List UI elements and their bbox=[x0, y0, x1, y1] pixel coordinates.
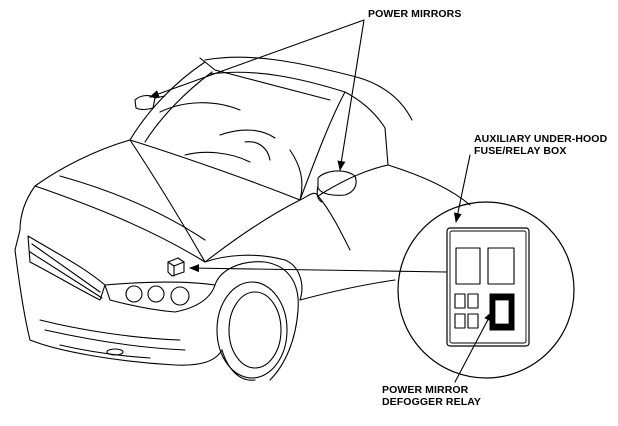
defogger-relay-line2: DEFOGGER RELAY bbox=[382, 396, 482, 408]
aux-fuse-box-label: AUXILIARY UNDER-HOOD FUSE/RELAY BOX bbox=[474, 133, 607, 157]
aux-fuse-box-line2: FUSE/RELAY BOX bbox=[474, 145, 567, 157]
aux-fuse-box-line1: AUXILIARY UNDER-HOOD bbox=[474, 133, 608, 145]
car-fuse-box bbox=[167, 257, 185, 277]
defogger-relay-label: POWER MIRROR DEFOGGER RELAY bbox=[382, 384, 481, 408]
defogger-relay-line1: POWER MIRROR bbox=[382, 384, 469, 396]
right-mirror bbox=[316, 170, 357, 203]
power-mirrors-text: POWER MIRRORS bbox=[368, 8, 462, 20]
power-mirrors-label: POWER MIRRORS bbox=[368, 8, 461, 20]
car-outline bbox=[14, 56, 471, 381]
left-mirror bbox=[134, 95, 166, 111]
